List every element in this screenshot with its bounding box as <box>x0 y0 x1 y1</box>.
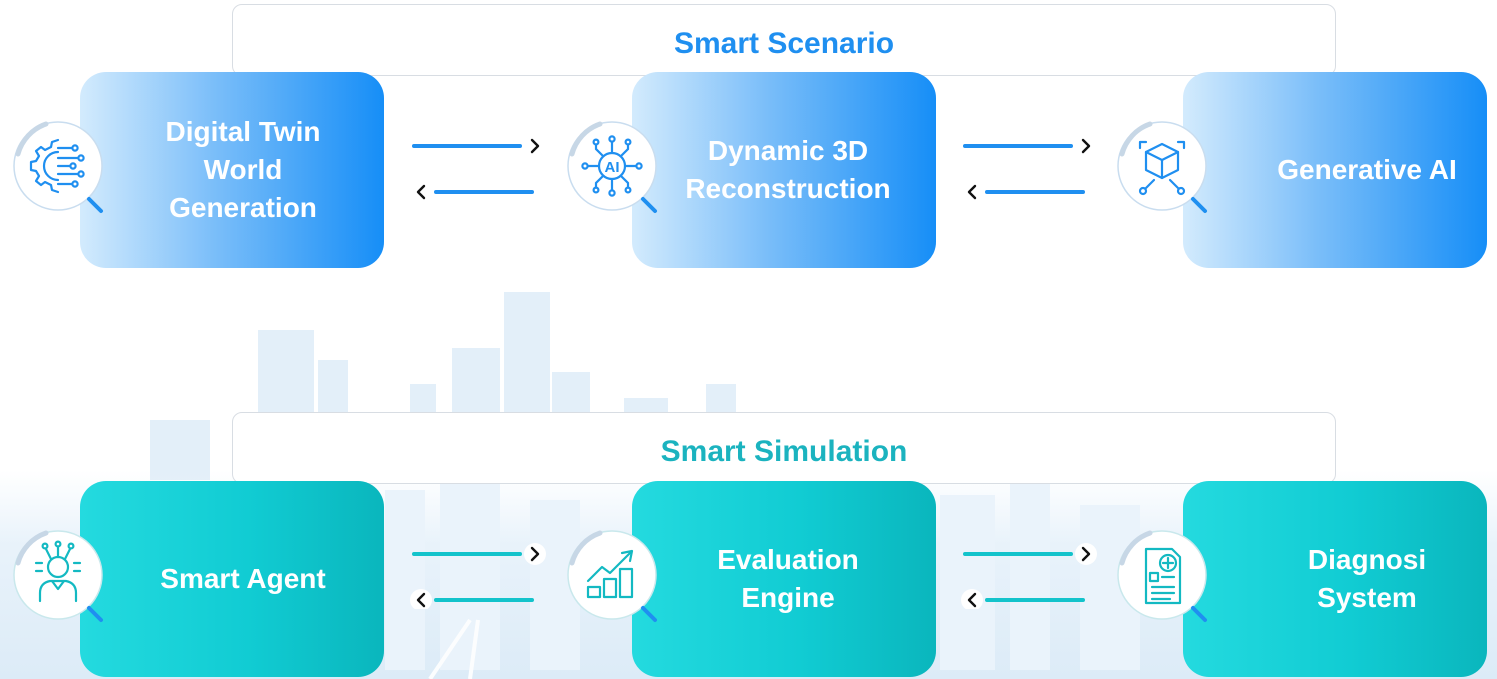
digital-twin-world-generation-card: Digital Twin World Generation <box>80 72 384 268</box>
smart-agent-card: Smart Agent <box>80 481 384 677</box>
bidirectional-arrow-2 <box>959 131 1099 201</box>
dynamic-3d-reconstruction-card: Dynamic 3D Reconstruction <box>632 72 936 268</box>
3d-cube-icon <box>1110 114 1220 224</box>
medical-report-icon <box>1110 523 1220 633</box>
smart-scenario-title-box: Smart Scenario <box>232 4 1336 76</box>
smart-simulation-title-box: Smart Simulation <box>232 412 1336 484</box>
bidirectional-arrow-3 <box>408 539 548 609</box>
bidirectional-arrow-1 <box>408 131 548 201</box>
growth-chart-icon <box>560 523 670 633</box>
card-label: Smart Agent <box>160 562 326 594</box>
smart-scenario-title: Smart Scenario <box>673 27 895 60</box>
svg-text:AI: AI <box>605 159 620 176</box>
digital-twin-gear-icon <box>6 114 116 224</box>
evaluation-engine-card: Evaluation Engine <box>632 481 936 677</box>
card-label: Dynamic 3D Reconstruction <box>685 134 891 204</box>
card-label: Evaluation Engine <box>717 543 859 613</box>
ai-chip-icon: AI <box>560 114 670 224</box>
card-label: Generative AI <box>1277 153 1457 185</box>
diagnosi-system-card: Diagnosi System <box>1183 481 1487 677</box>
agent-person-icon <box>6 523 116 633</box>
bidirectional-arrow-4 <box>959 539 1099 609</box>
generative-ai-card: Generative AI <box>1183 72 1487 268</box>
card-label: Diagnosi System <box>1307 543 1427 613</box>
card-label: Digital Twin World Generation <box>165 115 321 224</box>
smart-simulation-title: Smart Simulation <box>660 435 908 468</box>
